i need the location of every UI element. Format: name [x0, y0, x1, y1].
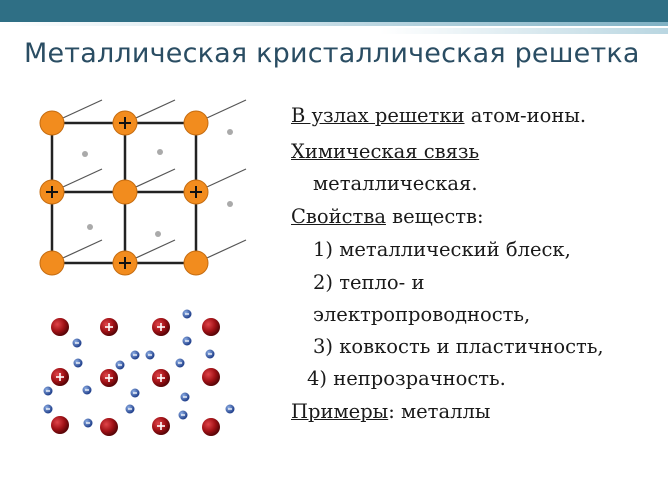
value-lattice-nodes: атом-ионы.: [464, 104, 587, 127]
header-stripe-accent: [380, 28, 668, 34]
property-4: 4) непрозрачность.: [307, 367, 506, 390]
line-examples: Примеры: металлы: [291, 400, 490, 423]
property-1: 1) металлический блеск,: [313, 238, 571, 261]
line-chemical-bond: Химическая связь: [291, 140, 479, 163]
lattice-depth-lines: [51, 99, 247, 264]
property-2: 2) тепло- и: [313, 271, 425, 294]
slide-title: Металлическая кристаллическая решетка: [24, 38, 640, 69]
header-stripe: [0, 22, 668, 26]
ion-electron-diagram: [43, 309, 235, 436]
electron-minus-signs: [46, 313, 232, 424]
label-chemical-bond: Химическая связь: [291, 140, 480, 163]
value-chemical-bond: металлическая.: [313, 172, 478, 195]
ion-plus-signs: [56, 323, 165, 430]
lattice-diagram: [39, 99, 247, 276]
lattice-electrons: [82, 129, 233, 237]
label-properties: Свойства: [291, 205, 386, 228]
ions: [51, 318, 220, 436]
line-lattice-nodes: В узлах решетки атом-ионы.: [291, 104, 586, 127]
value-examples: : металлы: [388, 400, 491, 423]
label-lattice-nodes: В узлах решетки: [291, 104, 465, 127]
property-3: 3) ковкость и пластичность,: [313, 335, 604, 358]
property-2-cont: электропроводность,: [313, 303, 531, 326]
label-examples: Примеры: [291, 400, 389, 423]
properties-suffix: веществ:: [385, 205, 484, 228]
header-bar: [0, 0, 668, 22]
lattice-plus-signs: [46, 117, 202, 269]
line-properties: Свойства веществ:: [291, 205, 484, 228]
